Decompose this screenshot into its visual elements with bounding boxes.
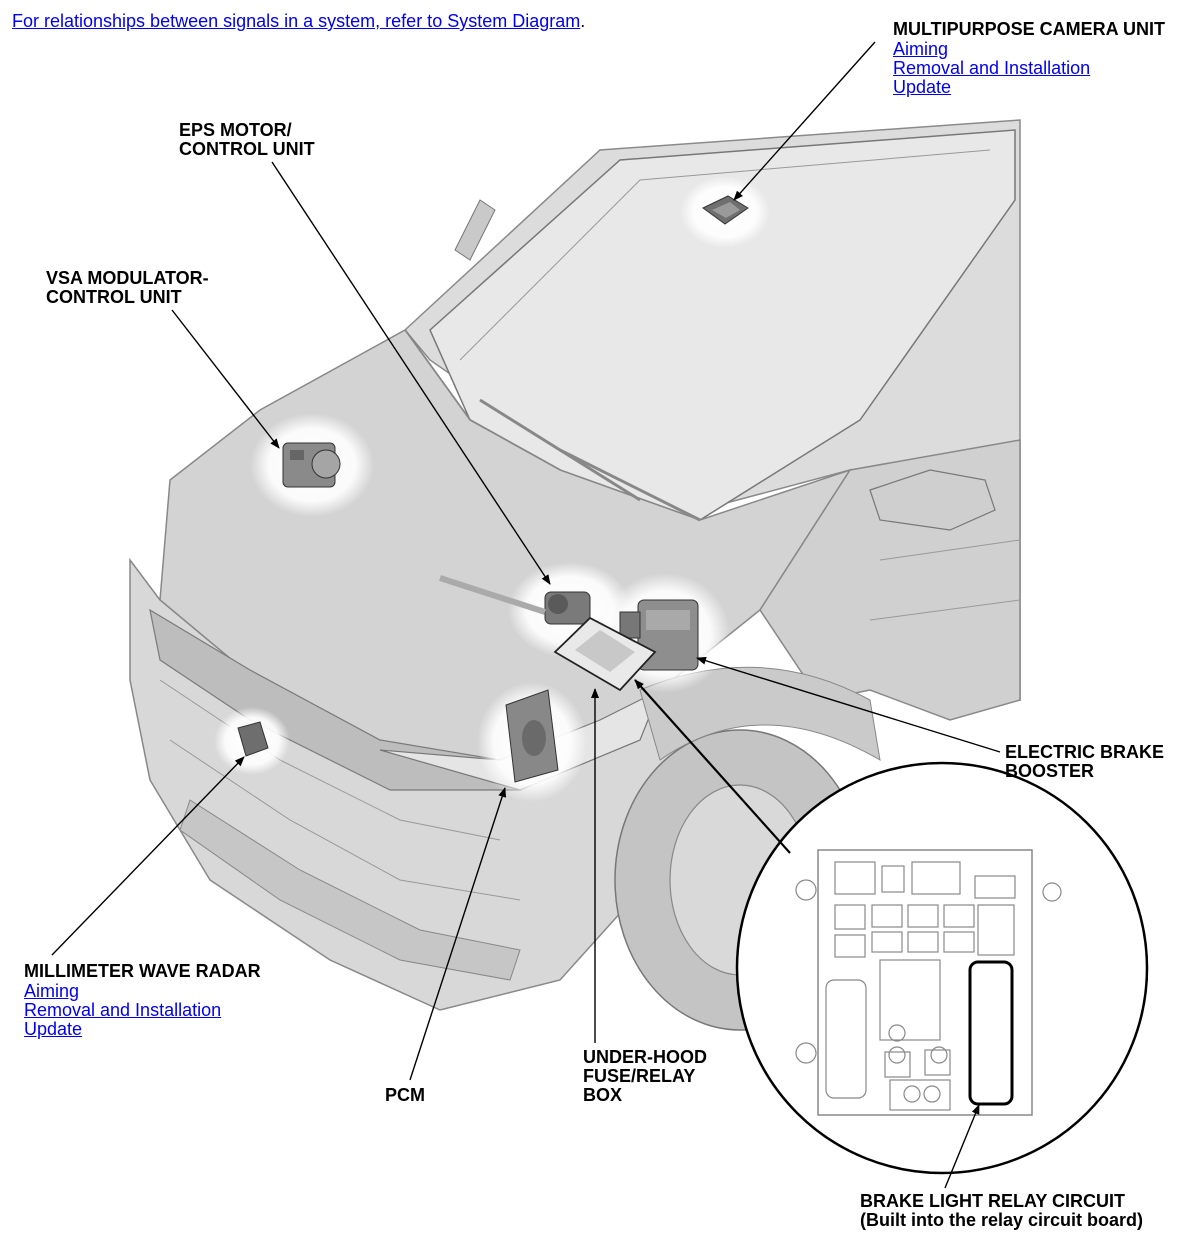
- fuse-box-line2: FUSE/RELAY: [583, 1066, 696, 1086]
- fuse-relay-box-component: [553, 616, 657, 692]
- system-diagram-link[interactable]: For relationships between signals in a s…: [12, 11, 581, 31]
- leader-lines: [51, 41, 1001, 1189]
- brake-booster-line2: BOOSTER: [1005, 761, 1095, 781]
- note-period: .: [580, 11, 586, 31]
- camera-aiming-link[interactable]: Aiming: [893, 39, 949, 59]
- pcm-label: PCM: [385, 1086, 425, 1105]
- fuse-box-line1: UNDER-HOOD: [583, 1047, 707, 1067]
- vsa-line2: CONTROL UNIT: [46, 287, 182, 307]
- camera-removal-link[interactable]: Removal and Installation: [893, 58, 1091, 78]
- fuse-box-line3: BOX: [583, 1085, 623, 1105]
- camera-unit-label: MULTIPURPOSE CAMERA UNIT: [893, 20, 1165, 39]
- camera-unit-title: MULTIPURPOSE CAMERA UNIT: [893, 19, 1165, 39]
- camera-unit-links: Aiming Removal and Installation Update: [893, 40, 1090, 97]
- camera-unit-component: [680, 176, 770, 248]
- radar-aiming-link[interactable]: Aiming: [24, 981, 80, 1001]
- relay-circuit-line2: (Built into the relay circuit board): [860, 1210, 1144, 1230]
- radar-label: MILLIMETER WAVE RADAR: [24, 962, 261, 981]
- pcm-component: [477, 682, 587, 802]
- vsa-modulator-label: VSA MODULATOR- CONTROL UNIT: [46, 269, 209, 307]
- radar-removal-link[interactable]: Removal and Installation: [24, 1000, 222, 1020]
- pcm-title: PCM: [385, 1085, 425, 1105]
- vsa-line1: VSA MODULATOR-: [46, 268, 209, 288]
- relay-box-detail-inset: [735, 761, 1149, 1175]
- relay-circuit-line1: BRAKE LIGHT RELAY CIRCUIT: [860, 1191, 1126, 1211]
- fuse-relay-box-label: UNDER-HOOD FUSE/RELAY BOX: [583, 1048, 707, 1105]
- radar-title: MILLIMETER WAVE RADAR: [24, 961, 261, 981]
- radar-links: Aiming Removal and Installation Update: [24, 982, 221, 1039]
- eps-motor-line1: EPS MOTOR/: [179, 120, 292, 140]
- brake-light-relay-label: BRAKE LIGHT RELAY CIRCUIT (Built into th…: [860, 1192, 1143, 1230]
- vsa-modulator-component: [250, 413, 374, 517]
- system-diagram-note: For relationships between signals in a s…: [12, 10, 585, 32]
- camera-update-link[interactable]: Update: [893, 77, 952, 97]
- eps-motor-line2: CONTROL UNIT: [179, 139, 315, 159]
- eps-motor-label: EPS MOTOR/ CONTROL UNIT: [179, 121, 315, 159]
- radar-component: [214, 707, 290, 775]
- radar-update-link[interactable]: Update: [24, 1019, 83, 1039]
- brake-booster-line1: ELECTRIC BRAKE: [1005, 742, 1165, 762]
- electric-brake-booster-label: ELECTRIC BRAKE BOOSTER: [1005, 743, 1164, 781]
